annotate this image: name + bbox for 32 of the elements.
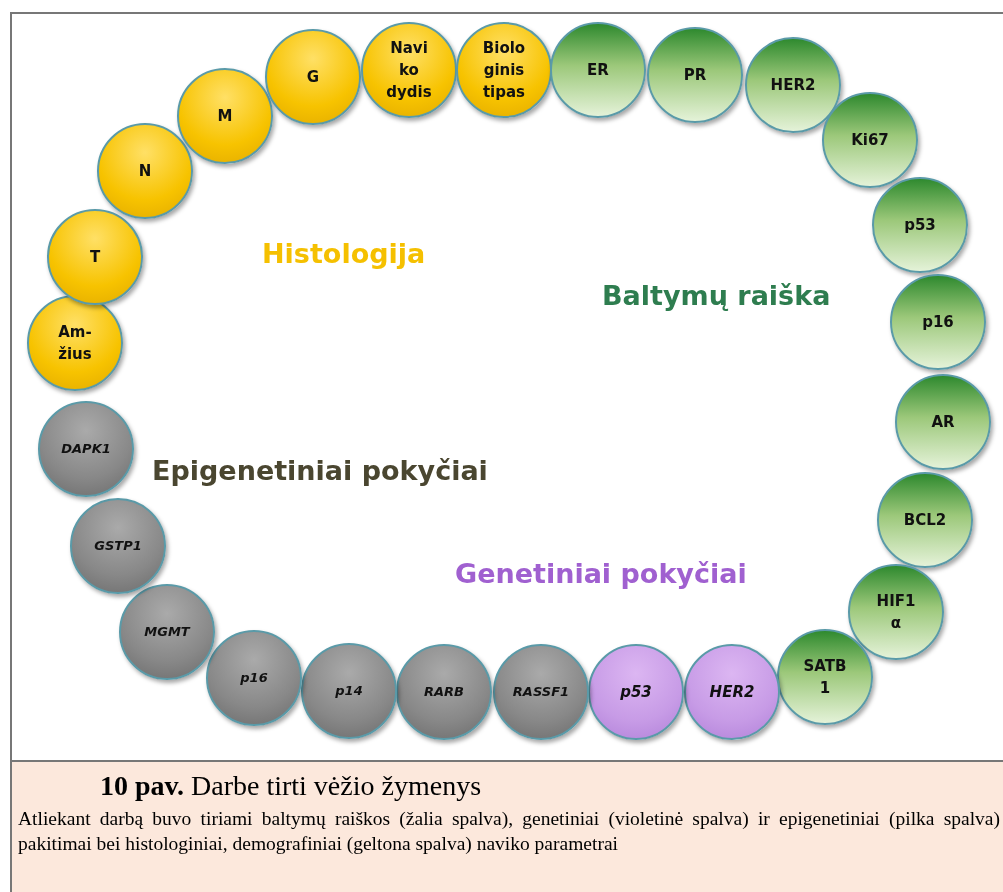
marker-circle: T bbox=[47, 209, 143, 305]
marker-circle: Navi ko dydis bbox=[361, 22, 457, 118]
marker-circle: Biolo ginis tipas bbox=[456, 22, 552, 118]
marker-circle: p16 bbox=[206, 630, 302, 726]
marker-circle: HIF1 α bbox=[848, 564, 944, 660]
marker-circle: HER2 bbox=[745, 37, 841, 133]
marker-circle: N bbox=[97, 123, 193, 219]
marker-circle: DAPK1 bbox=[38, 401, 134, 497]
marker-circle: G bbox=[265, 29, 361, 125]
marker-circle: p53 bbox=[872, 177, 968, 273]
marker-circle: HER2 bbox=[684, 644, 780, 740]
marker-circle: Am- žius bbox=[27, 295, 123, 391]
group-heading: Baltymų raiška bbox=[602, 280, 831, 311]
marker-circle: BCL2 bbox=[877, 472, 973, 568]
marker-circle: p53 bbox=[588, 644, 684, 740]
marker-circle: RASSF1 bbox=[493, 644, 589, 740]
marker-circle: AR bbox=[895, 374, 991, 470]
marker-circle: PR bbox=[647, 27, 743, 123]
marker-circle: MGMT bbox=[119, 584, 215, 680]
figure-caption: 10 pav. Darbe tirti vėžio žymenys bbox=[100, 770, 482, 802]
marker-circle: M bbox=[177, 68, 273, 164]
group-heading: Histologija bbox=[262, 238, 426, 269]
group-heading: Genetiniai pokyčiai bbox=[455, 558, 747, 589]
marker-circle: Ki67 bbox=[822, 92, 918, 188]
marker-circle: RARB bbox=[396, 644, 492, 740]
caption-text: Atliekant darbą buvo tiriami baltymų raiškos (žalia spalva), genetiniai (violetinė spalva) ir epigenetiniai (pilka spalva) pakitimai bei histologiniai, demografiniai (geltona spalva) naviko parametrai bbox=[18, 807, 1000, 856]
marker-circle: ER bbox=[550, 22, 646, 118]
marker-circle: p14 bbox=[301, 643, 397, 739]
marker-circle: p16 bbox=[890, 274, 986, 370]
marker-circle: SATB 1 bbox=[777, 629, 873, 725]
group-heading: Epigenetiniai pokyčiai bbox=[152, 455, 488, 486]
marker-circle: GSTP1 bbox=[70, 498, 166, 594]
